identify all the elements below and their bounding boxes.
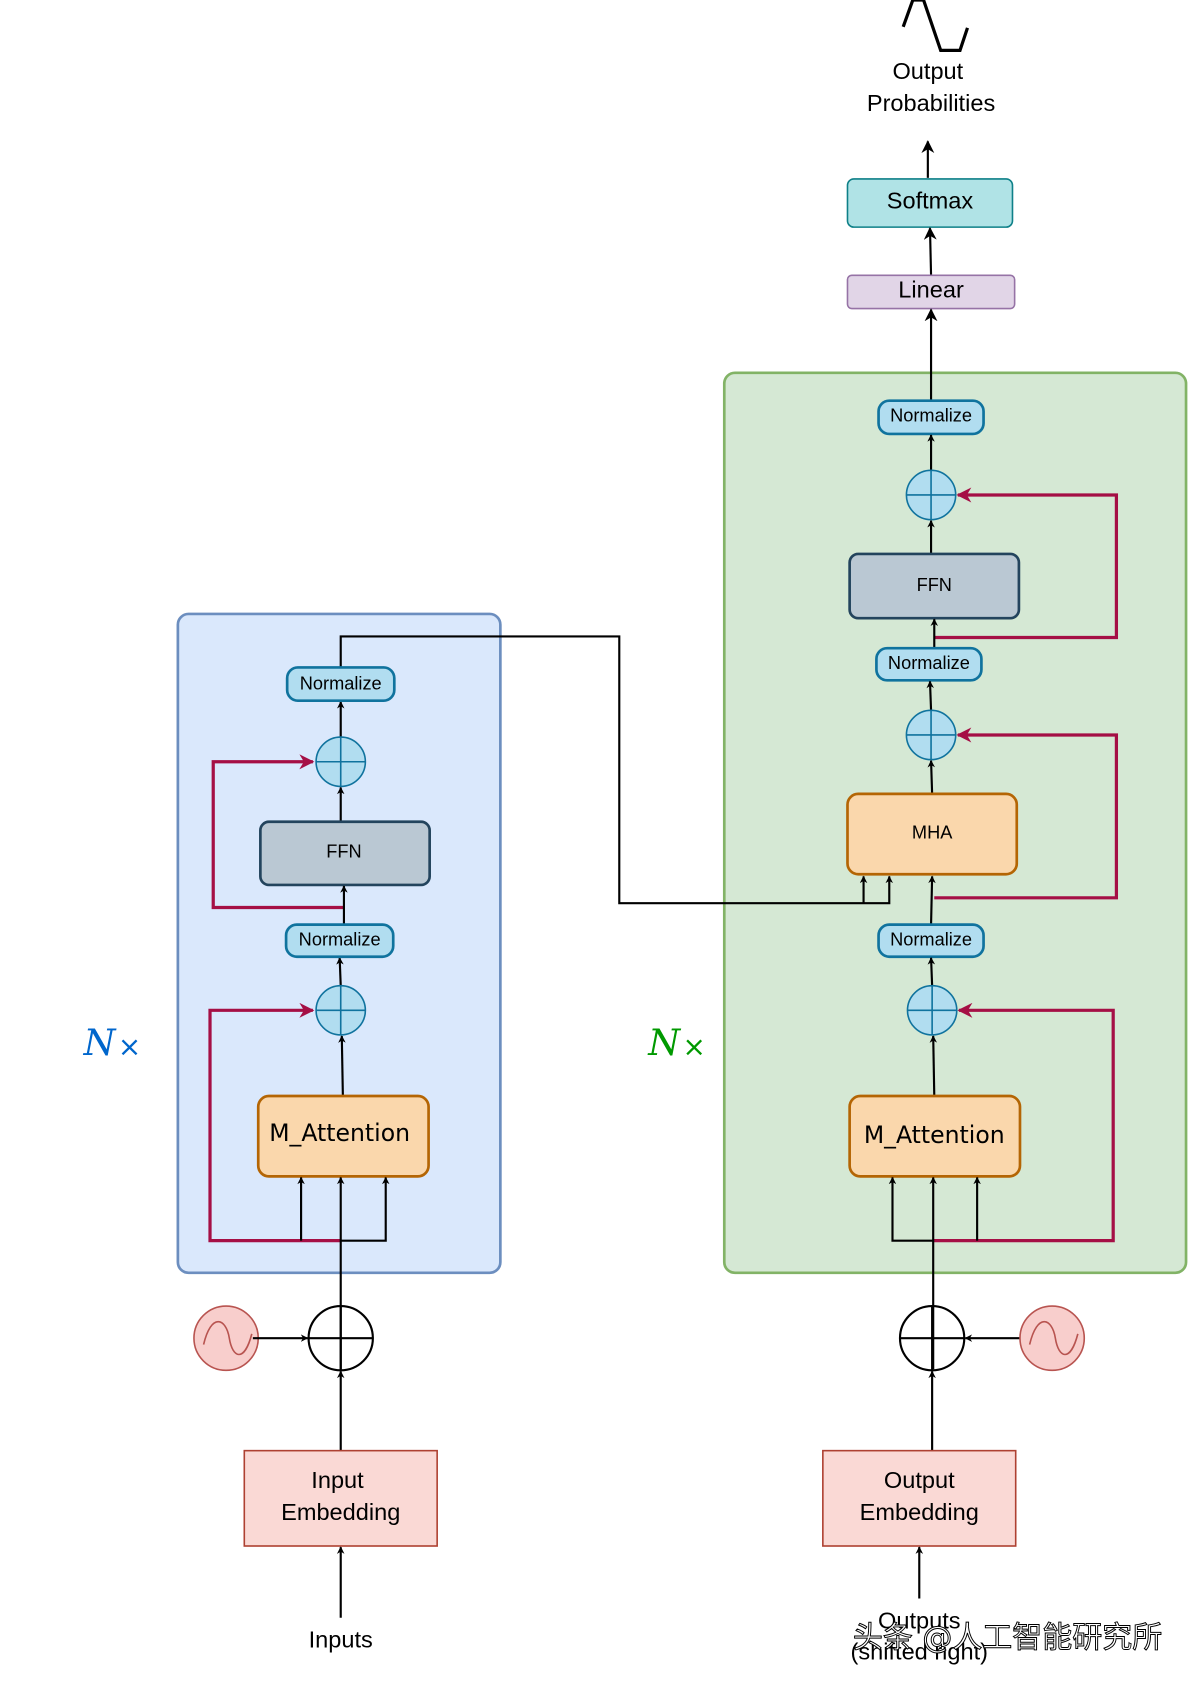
encoder-positional-encoding-icon (193, 1305, 260, 1372)
outputs-label-line2: (shifted right) (851, 1638, 989, 1664)
decoder-normalize-top-label: Normalize (890, 406, 972, 426)
arrow-dec-attn-to-add (929, 1035, 938, 1097)
encoder-normalize-bottom: Normalize (284, 923, 395, 959)
encoder-residual-attention (208, 1002, 341, 1243)
encoder-repeat-label: N × (83, 1021, 142, 1064)
arrow-enc-add1-to-norm (336, 957, 344, 986)
output-embedding-label-line2: Embedding (860, 1499, 979, 1525)
decoder-cross-attention-block: MHA (846, 792, 1019, 876)
decoder-residual-self-attention (933, 1002, 1115, 1243)
encoder-to-decoder-connection (339, 635, 894, 905)
watermark-text: 头条 @人工智能研究所 (853, 1621, 1162, 1656)
decoder-normalize-bottom: Normalize (877, 923, 985, 959)
decoder-repeat-n: N (647, 1021, 681, 1064)
input-embedding-label-line1: Input (311, 1467, 364, 1493)
encoder-residual-ffn (211, 754, 344, 910)
encoder-ffn-label: FFN (326, 842, 361, 862)
arrow-linear-to-softmax (923, 226, 937, 276)
output-probabilities-label-line1: Output (892, 58, 963, 84)
decoder-normalize-mid: Normalize (875, 646, 983, 682)
encoder-embedding-add-icon (307, 1304, 374, 1372)
output-probabilities-icon (901, 0, 970, 52)
encoder-repeat-n: N (83, 1021, 117, 1064)
decoder-positional-encoding-icon (1019, 1305, 1086, 1372)
output-probabilities-label-line2: Probabilities (867, 90, 995, 116)
linear-label: Linear (898, 277, 964, 303)
input-embedding-block: Input Embedding (243, 1449, 438, 1547)
arrow-dec-add2-to-norm (926, 680, 934, 711)
output-embedding-block: Output Embedding (822, 1449, 1017, 1547)
softmax-block: Softmax (846, 178, 1014, 228)
encoder-repeat-times: × (118, 1030, 141, 1063)
input-embedding-label-line2: Embedding (281, 1499, 400, 1525)
softmax-label: Softmax (887, 188, 974, 214)
decoder-add-icon-1 (906, 984, 958, 1036)
arrow-dec-query (888, 1176, 934, 1242)
decoder-ffn-label: FFN (917, 575, 952, 595)
encoder-ffn-block: FFN (259, 820, 431, 887)
encoder-attention-label: M_Attention (269, 1119, 410, 1147)
decoder-attention-label: M_Attention (864, 1121, 1005, 1149)
encoder-attention-block: M_Attention (256, 1094, 430, 1178)
decoder-attention-block: M_Attention (848, 1094, 1022, 1178)
arrow-dec-mha-to-add (927, 759, 936, 794)
output-embedding-label-line1: Output (884, 1467, 955, 1493)
outputs-label-line1: Outputs (878, 1607, 961, 1633)
arrow-enc-attn-to-add (338, 1035, 346, 1097)
decoder-add-icon-2 (905, 709, 957, 761)
decoder-repeat-label: N × (647, 1021, 706, 1064)
decoder-repeat-times: × (682, 1030, 705, 1063)
encoder-normalize-top: Normalize (285, 666, 396, 703)
encoder-normalize-top-label: Normalize (300, 673, 382, 693)
decoder-normalize-bottom-label: Normalize (890, 929, 972, 949)
decoder-ffn-block: FFN (848, 552, 1021, 620)
arrow-dec-norm-to-mha (928, 875, 936, 925)
decoder-normalize-mid-label: Normalize (888, 653, 970, 673)
decoder-cross-attention-label: MHA (912, 822, 953, 842)
linear-block: Linear (846, 274, 1016, 310)
encoder-add-icon-2 (315, 736, 367, 788)
inputs-label: Inputs (309, 1627, 373, 1653)
decoder-add-icon-3 (905, 469, 957, 521)
encoder-add-icon-1 (315, 984, 367, 1036)
arrow-dec-add1-to-norm (927, 957, 936, 986)
decoder-residual-cross-attention (934, 727, 1119, 900)
decoder-normalize-top: Normalize (877, 399, 985, 436)
encoder-normalize-bottom-label: Normalize (299, 929, 381, 949)
arrow-enc-value (340, 1176, 390, 1242)
decoder-residual-ffn (934, 487, 1119, 640)
decoder-embedding-add-icon (898, 1304, 966, 1372)
